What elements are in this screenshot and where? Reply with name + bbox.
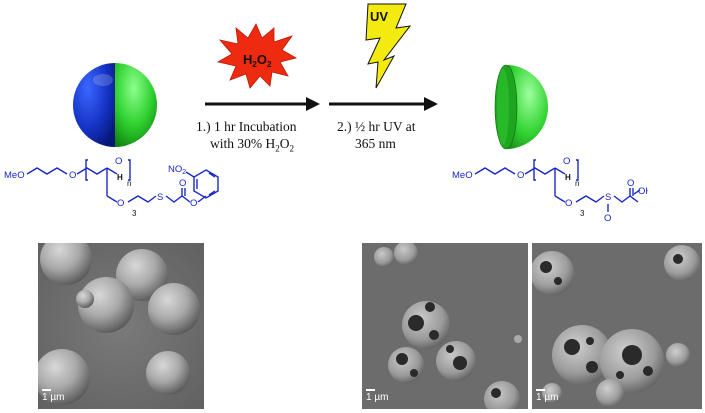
- step-1-line-2: with 30% H2O2: [210, 136, 294, 154]
- arrow-step-2: [329, 97, 438, 111]
- step-2-line-1: 2.) ½ hr UV at: [337, 119, 416, 134]
- svg-text:O: O: [517, 170, 524, 181]
- svg-text:O: O: [179, 178, 186, 189]
- svg-text:O: O: [69, 170, 76, 181]
- scale-bar-2: 1 µm: [366, 389, 388, 403]
- meo-label-left: MeO: [4, 170, 25, 181]
- arrow-step-1: [205, 97, 320, 111]
- step-2-line-2: 365 nm: [355, 136, 396, 151]
- sem-image-porous-particles-1: 1 µm: [362, 243, 528, 409]
- burst-sub-1: 2: [252, 60, 257, 69]
- svg-text:3: 3: [580, 209, 585, 218]
- svg-text:H2O2: H2O2: [243, 52, 272, 69]
- svg-text:O: O: [115, 156, 122, 167]
- svg-text:S: S: [605, 192, 611, 203]
- scale-bar-3: 1 µm: [536, 389, 558, 403]
- svg-text:n: n: [575, 179, 579, 188]
- uv-lightning-bolt-icon: UV: [365, 3, 412, 89]
- burst-o: O: [257, 52, 267, 67]
- janus-sphere: [73, 63, 157, 147]
- green-half-sphere: [494, 64, 548, 150]
- svg-text:OH: OH: [638, 186, 648, 197]
- uv-label: UV: [370, 9, 388, 24]
- svg-text:O: O: [565, 198, 572, 209]
- chem-structure-left: MeO O O H n O 3 S O O NO2: [4, 156, 219, 218]
- h2o2-burst-icon: H2O2: [216, 23, 298, 89]
- meo-label-right: MeO: [452, 170, 473, 181]
- chem-structure-right: MeO O O H n O 3 S O O OH: [452, 156, 648, 224]
- step-1-line-1: 1.) 1 hr Incubation: [196, 119, 297, 134]
- step-2-label: 2.) ½ hr UV at 365 nm: [337, 118, 416, 152]
- scale-bar-1: 1 µm: [42, 389, 64, 403]
- svg-text:H: H: [565, 173, 571, 182]
- burst-h: H: [243, 52, 252, 67]
- step-1-label: 1.) 1 hr Incubation with 30% H2O2: [196, 118, 296, 158]
- svg-text:O: O: [627, 178, 634, 189]
- svg-text:3: 3: [132, 209, 137, 218]
- green-hemisphere: [115, 63, 157, 147]
- blue-hemisphere: [73, 63, 115, 147]
- svg-text:H: H: [117, 173, 123, 182]
- sem-image-intact-spheres: 1 µm: [38, 243, 204, 409]
- svg-text:O: O: [117, 198, 124, 209]
- sem-image-porous-particles-2: 1 µm: [532, 243, 702, 409]
- svg-text:O: O: [190, 198, 197, 209]
- svg-text:n: n: [127, 179, 131, 188]
- svg-text:O: O: [604, 213, 611, 224]
- svg-text:S: S: [157, 192, 163, 203]
- burst-sub-2: 2: [267, 60, 272, 69]
- svg-text:O: O: [563, 156, 570, 167]
- svg-text:NO2: NO2: [168, 164, 186, 176]
